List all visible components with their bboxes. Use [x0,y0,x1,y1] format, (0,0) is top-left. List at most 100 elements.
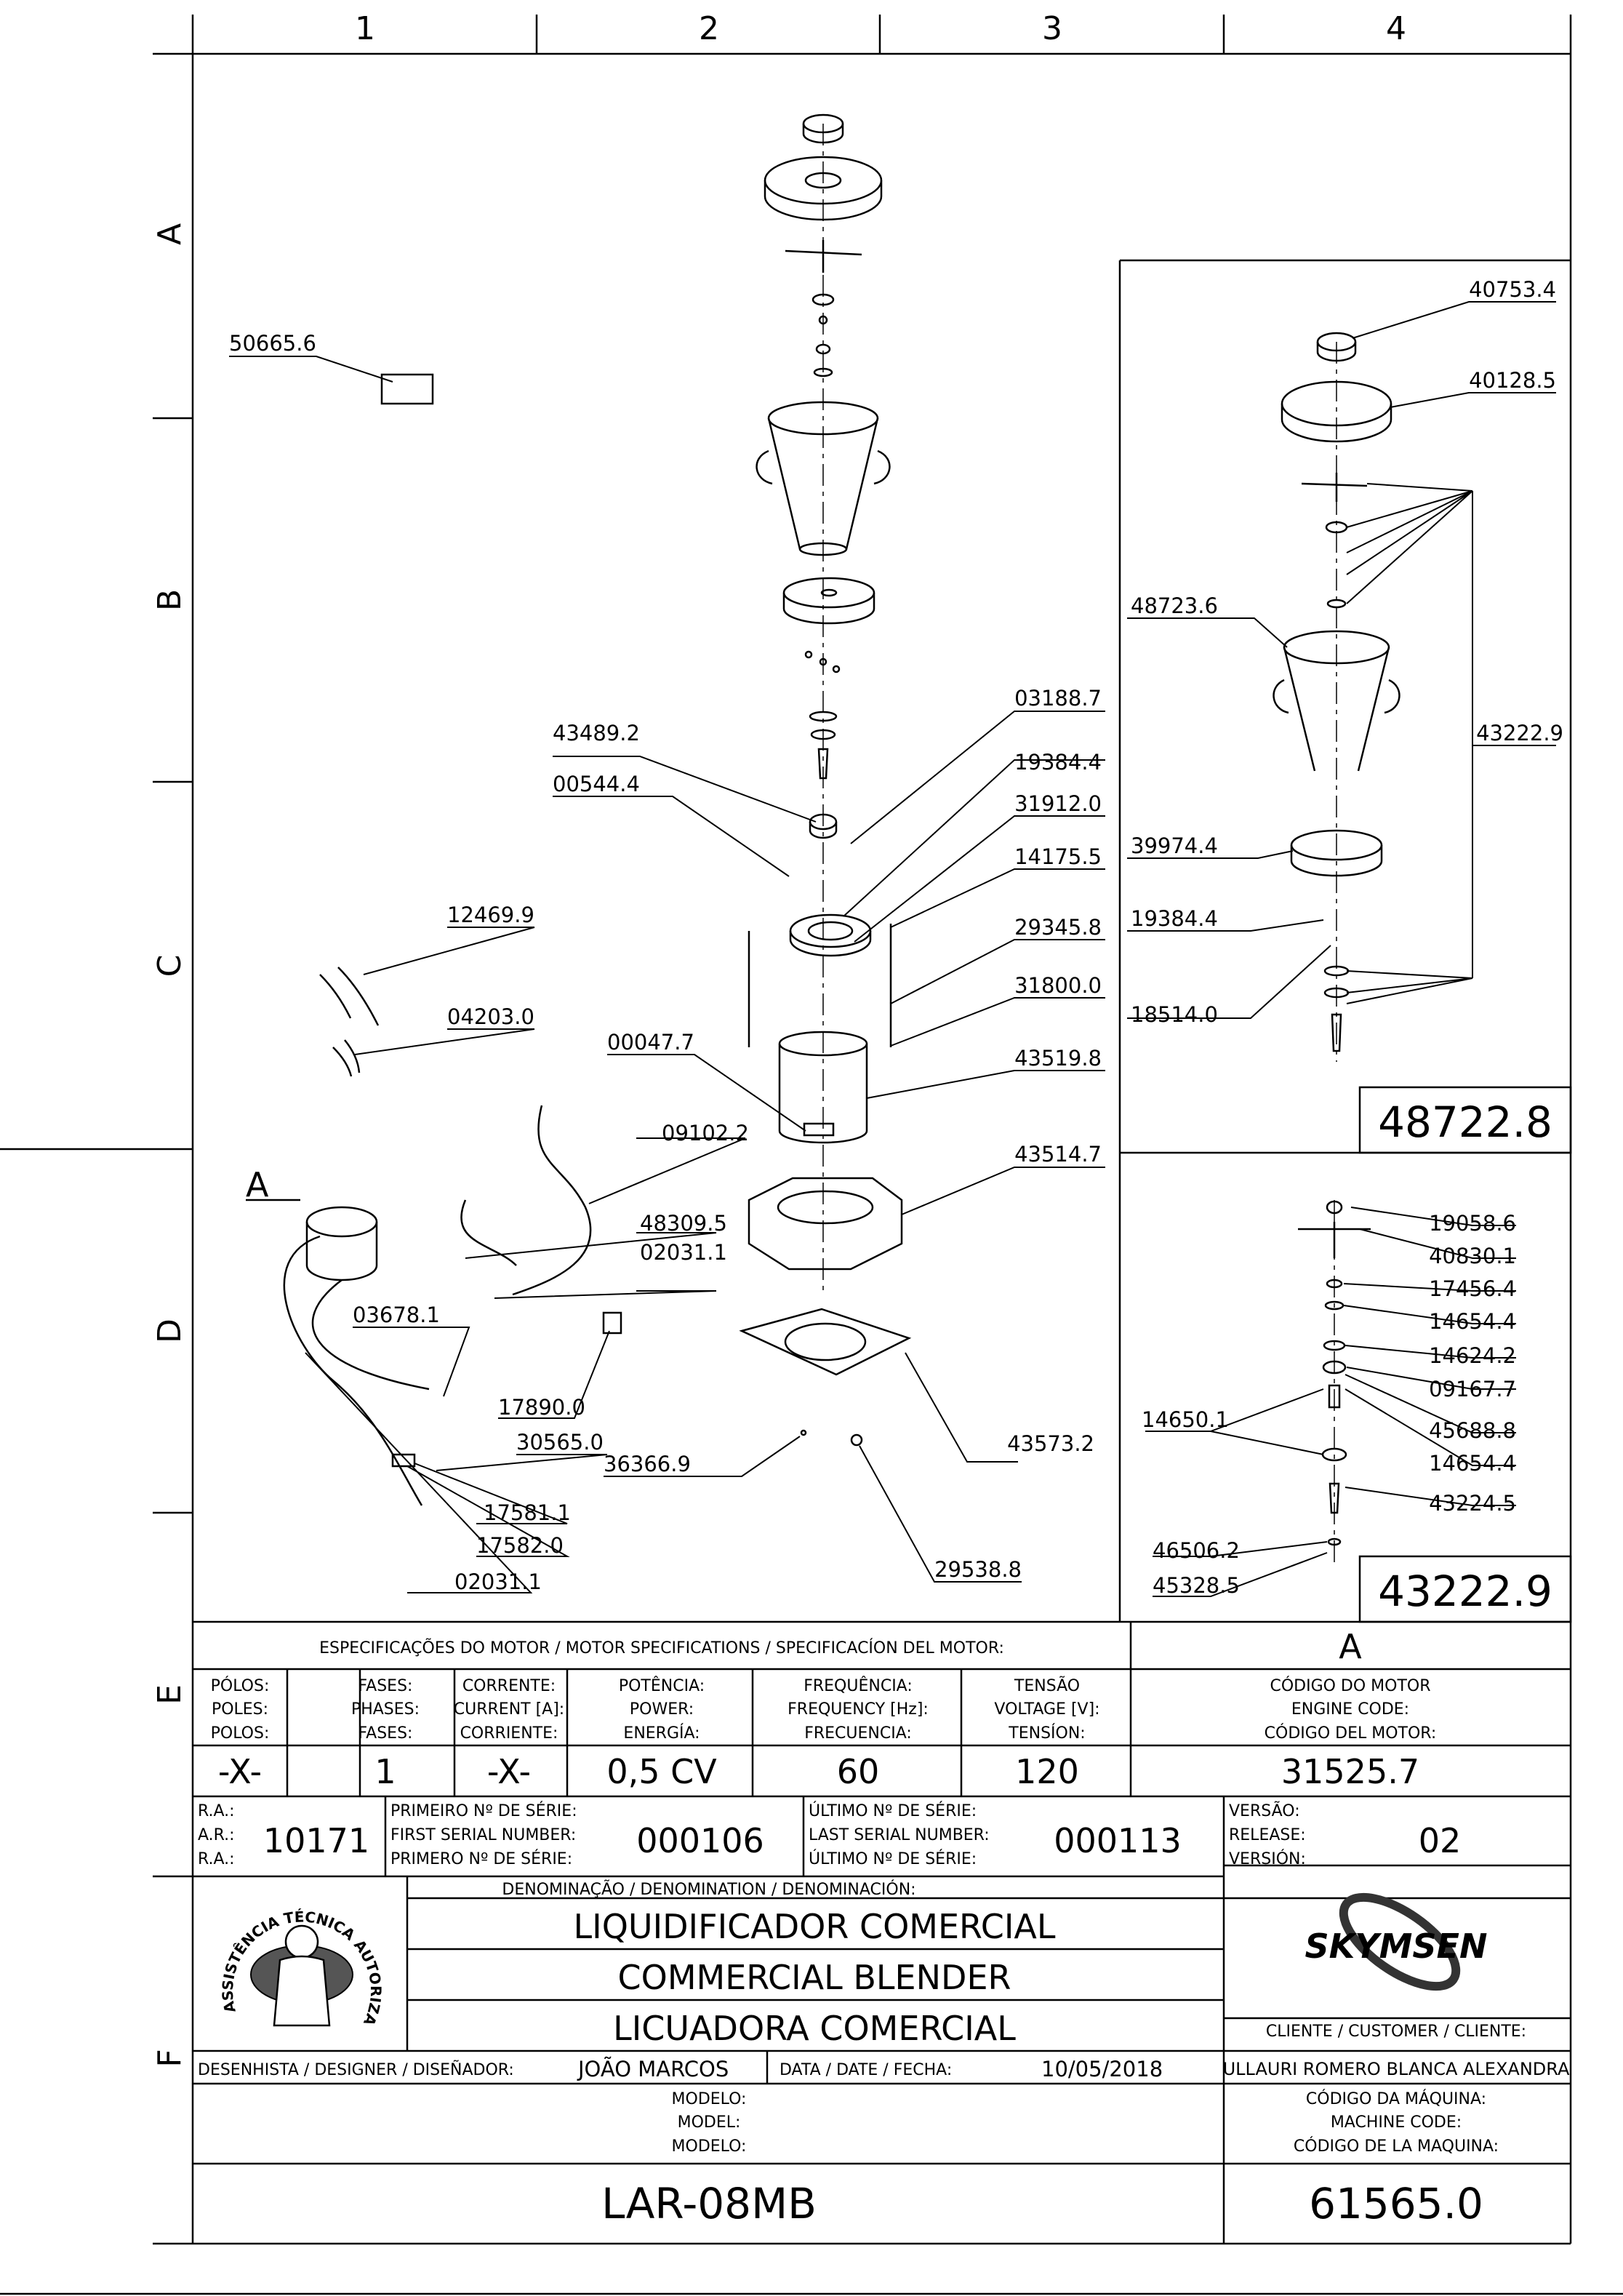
spec-header: CORRENTE: [462,1677,556,1695]
machine-code-value: 61565.0 [1309,2179,1483,2228]
motor-spec-headers: PÓLOS: POLES: POLOS: FASES: PHASES: FASE… [211,1676,1437,1743]
part-label: 46506.2 [1153,1538,1240,1563]
product-name-es: LICUADORA COMERCIAL [613,2009,1016,2048]
spec-value: 31525.7 [1281,1752,1419,1791]
model-labels: MODELO: MODEL: MODELO: CÓDIGO DA MÁQUINA… [672,2089,1499,2156]
grid-row-f: F [151,2049,188,2067]
spec-header: FREQUÊNCIA: [804,1676,913,1695]
part-label: 43573.2 [1007,1431,1094,1456]
callout-letter: A [246,1165,269,1204]
spec-value: 1 [374,1752,396,1791]
model-label: MODEL: [678,2113,741,2132]
grid-col-1: 1 [355,10,375,47]
date-label: DATA / DATE / FECHA: [780,2061,952,2079]
part-label: 19384.4 [1131,906,1218,931]
spec-value: -X- [218,1752,262,1791]
part-label: 19058.6 [1429,1211,1516,1236]
part-label: 03678.1 [353,1303,440,1327]
grid-row-a: A [151,223,188,245]
customer-value: ULLAURI ROMERO BLANCA ALEXANDRA [1223,2059,1570,2079]
part-label: 14650.1 [1142,1407,1229,1432]
part-label: 17456.4 [1429,1276,1516,1301]
last-serial-label: LAST SERIAL NUMBER: [809,1826,990,1844]
part-label: 00544.4 [553,772,640,796]
first-serial-label: FIRST SERIAL NUMBER: [390,1826,576,1844]
detail-jar-drawing [1273,332,1400,1062]
product-name-pt: LIQUIDIFICADOR COMERCIAL [574,1907,1056,1946]
grid-row-e: E [151,1684,188,1705]
spec-header: TENSÍON: [1008,1724,1085,1743]
grid-col-3: 3 [1042,10,1062,47]
part-label: 03188.7 [1014,686,1102,711]
part-label: 14175.5 [1014,844,1102,869]
spec-header: CURRENT [A]: [454,1700,564,1719]
part-label: 18514.0 [1131,1002,1218,1027]
part-label: 36366.9 [604,1452,691,1476]
grid-row-d: D [151,1319,188,1343]
last-serial-label: ÚLTIMO Nº DE SÉRIE: [809,1849,977,1868]
release-label: VERSÃO: [1229,1801,1300,1820]
brand-name: SKYMSEN [1305,1927,1488,1966]
spec-header: VOLTAGE [V]: [994,1700,1099,1719]
designer-label: DESENHISTA / DESIGNER / DISEÑADOR: [198,2060,514,2079]
part-label: 00047.7 [607,1030,694,1055]
grid-col-2: 2 [699,10,719,47]
part-label: 31912.0 [1014,791,1102,816]
part-label: 39974.4 [1131,833,1218,858]
first-serial-label: PRIMERO Nº DE SÉRIE: [390,1849,572,1868]
spec-header: CORRIENTE: [460,1724,558,1743]
product-name-en: COMMERCIAL BLENDER [618,1958,1011,1997]
motor-spec-values: -X- 1 -X- 0,5 CV 60 120 31525.7 [218,1752,1419,1791]
detail-code-1: 48722.8 [1378,1097,1552,1147]
spec-header: FRECUENCIA: [804,1724,912,1743]
spec-header: ENERGÍA: [623,1724,700,1743]
spec-header: PÓLOS: [211,1676,270,1695]
grid-column-labels: 1 2 3 4 [355,10,1406,47]
part-label: 45328.5 [1153,1573,1240,1598]
part-label: 04203.0 [447,1004,534,1029]
part-label: 09102.2 [662,1121,749,1145]
part-label: 48723.6 [1131,593,1218,618]
part-labels-left: 50665.6 43489.2 00544.4 12469.9 04203.0 … [229,331,749,1594]
part-label: 17582.0 [476,1533,564,1558]
part-label: 02031.1 [454,1569,542,1594]
machine-code-label: MACHINE CODE: [1331,2113,1462,2132]
part-label: 43222.9 [1476,721,1563,745]
motor-spec-heading: ESPECIFICAÇÕES DO MOTOR / MOTOR SPECIFIC… [319,1638,1004,1657]
part-label: 45688.8 [1429,1418,1516,1443]
part-label: 14654.4 [1429,1451,1516,1476]
spec-value: -X- [487,1752,531,1791]
part-label: 43514.7 [1014,1142,1102,1167]
release-label: VERSIÓN: [1229,1849,1306,1868]
ra-label: A.R.: [198,1826,235,1844]
spec-header: TENSÃO [1014,1676,1080,1695]
detail-code-2: 43222.9 [1378,1567,1552,1616]
spec-header: ENGINE CODE: [1291,1700,1409,1719]
grid-col-4: 4 [1386,10,1406,47]
part-labels-detail1: 40753.4 40128.5 48723.6 43222.9 39974.4 … [1131,277,1563,1027]
part-label: 40830.1 [1429,1244,1516,1268]
product-names: LIQUIDIFICADOR COMERCIAL COMMERCIAL BLEN… [574,1907,1056,2048]
part-label: 30565.0 [516,1430,604,1455]
denomination-label: DENOMINAÇÃO / DENOMINATION / DENOMINACIÓ… [502,1879,915,1899]
spec-value: 120 [1015,1752,1079,1791]
spec-value: 60 [837,1752,880,1791]
spec-header: PHASES: [351,1700,420,1719]
part-labels-center: 03188.7 19384.4 31912.0 14175.5 29345.8 … [934,686,1102,1582]
date-value: 10/05/2018 [1041,2057,1163,2081]
grid-row-labels: A B C D E F [151,223,188,2068]
spec-header: FREQUENCY [Hz]: [788,1700,929,1719]
part-label: 17581.1 [484,1500,571,1525]
release-label: RELEASE: [1229,1826,1306,1844]
model-value: LAR-08MB [601,2179,817,2228]
part-label: 29345.8 [1014,915,1102,940]
part-label: 19384.4 [1014,750,1102,775]
leader-lines [229,301,1556,1597]
skymsen-logo: SKYMSEN [1305,1892,1488,1991]
designer-value: JOÃO MARCOS [577,2057,729,2081]
exploded-blender-drawing [246,113,912,1506]
part-label: 43519.8 [1014,1046,1102,1071]
first-serial-value: 000106 [636,1821,764,1860]
part-label: 14624.2 [1429,1343,1516,1368]
